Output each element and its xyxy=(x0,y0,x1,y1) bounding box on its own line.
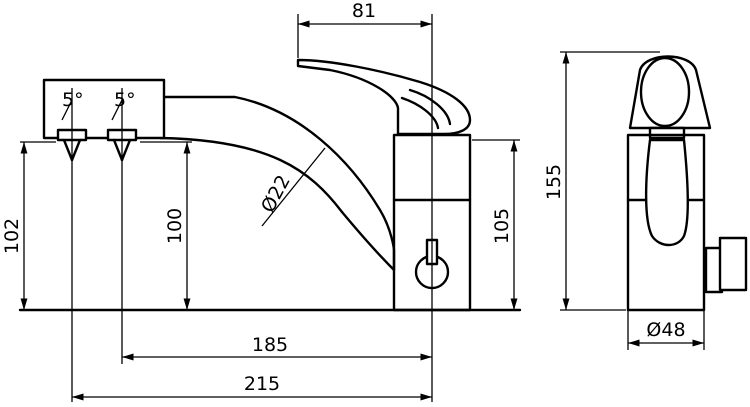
front-spout xyxy=(644,138,689,247)
dim-105: 105 xyxy=(491,208,513,244)
front-body xyxy=(626,133,706,312)
dim-215: 215 xyxy=(244,373,280,395)
lever-handle xyxy=(296,58,472,136)
lever-detail-1 xyxy=(400,96,440,130)
dim-d22-leader xyxy=(261,147,326,227)
front-handle-neck xyxy=(648,126,686,140)
front-knob xyxy=(718,236,748,292)
dim-d22: Ø22 xyxy=(257,171,295,216)
front-handle xyxy=(628,55,712,130)
side-view: 5° 5° 81 102 100 Ø22 105 185 xyxy=(1,0,522,402)
dim-185: 185 xyxy=(252,334,288,356)
angle-label-left: 5° xyxy=(62,89,84,111)
front-view: 155 Ø48 xyxy=(543,51,748,350)
dim-d48: Ø48 xyxy=(646,319,685,341)
angle-label-right: 5° xyxy=(114,89,136,111)
lever-detail-2 xyxy=(408,88,452,126)
front-handle-cap xyxy=(639,56,691,128)
angle-mark-right xyxy=(111,99,123,121)
dim-102: 102 xyxy=(1,218,23,254)
aerator-head xyxy=(42,78,166,140)
angle-mark-left xyxy=(61,99,73,121)
dim-100: 100 xyxy=(164,208,186,244)
dim-81: 81 xyxy=(352,0,376,22)
spout xyxy=(158,95,396,272)
dim-155: 155 xyxy=(543,164,565,200)
